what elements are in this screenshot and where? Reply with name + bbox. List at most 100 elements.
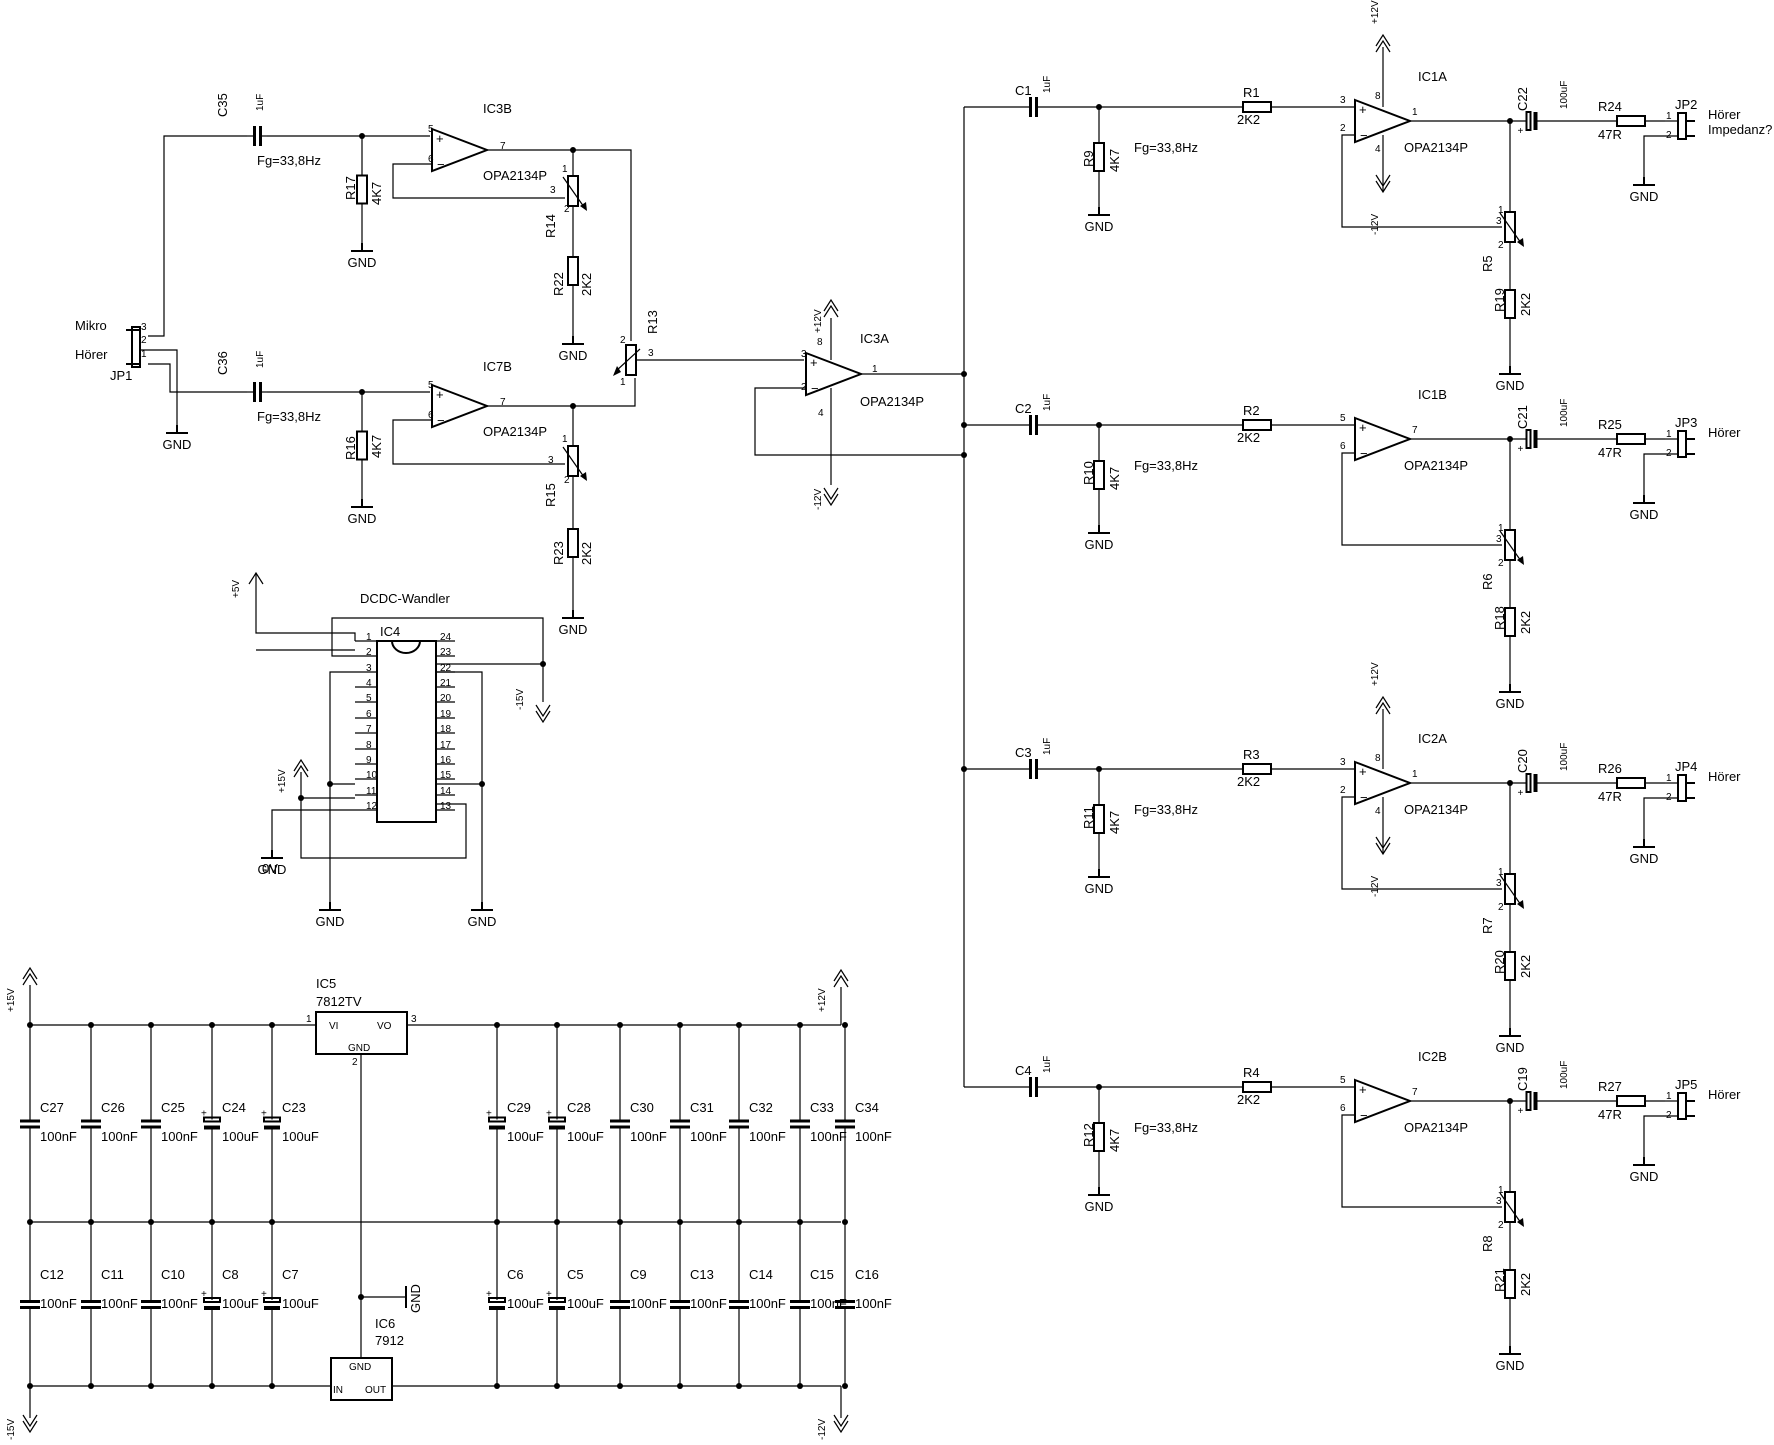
pin-number: 1 bbox=[366, 632, 372, 643]
wire-150 bbox=[140, 349, 178, 425]
resistor-body bbox=[1093, 804, 1105, 834]
label-names-IC3B: IC3B bbox=[483, 101, 512, 116]
plus-sign: + bbox=[261, 1289, 267, 1300]
pin-number: 2 bbox=[1666, 448, 1672, 459]
electrolytic-plate-neg bbox=[204, 1125, 220, 1130]
minus-input-sign: − bbox=[437, 413, 445, 428]
label-fg: Fg=33,8Hz bbox=[1134, 458, 1198, 473]
pin-number: 7 bbox=[500, 141, 506, 152]
pin-number: 2 bbox=[1340, 785, 1346, 796]
capacitor-plate bbox=[259, 382, 262, 402]
capacitor-plate bbox=[670, 1306, 690, 1309]
gnd-label: GND bbox=[348, 511, 377, 526]
pin-number: 1 bbox=[1666, 773, 1672, 784]
plus-sign: + bbox=[1518, 1106, 1524, 1117]
label-ohm_4k7: 4K7 bbox=[1107, 149, 1122, 172]
label-rail_p12: +12V bbox=[1370, 662, 1381, 686]
label-ohm_2k2: 2K2 bbox=[1237, 774, 1260, 789]
output-header-JP2 bbox=[1677, 112, 1687, 140]
pin-number: 3 bbox=[548, 455, 554, 466]
minus-input-sign: − bbox=[1360, 128, 1368, 143]
label-ohm_2k2: 2K2 bbox=[579, 273, 594, 296]
capacitor-plate bbox=[790, 1300, 810, 1303]
wire-19 bbox=[1643, 135, 1678, 177]
label-names-R24: R24 bbox=[1598, 99, 1622, 114]
capacitor-plate bbox=[610, 1300, 630, 1303]
pin-number: 1 bbox=[1666, 111, 1672, 122]
label-names-R22: R22 bbox=[551, 272, 566, 296]
minus-input-sign: − bbox=[1360, 446, 1368, 461]
label-ohm_2k2: 2K2 bbox=[1518, 955, 1533, 978]
label-ic5-gnd: GND bbox=[348, 1043, 370, 1054]
label-names-C36: C36 bbox=[215, 351, 230, 375]
pin-number: 1 bbox=[562, 434, 568, 445]
capacitor-plate bbox=[20, 1300, 40, 1303]
label-rail_m12: -12V bbox=[1370, 214, 1381, 235]
capacitor-plate bbox=[141, 1119, 161, 1123]
label-supply_caps_bottom-8-value: 100nF bbox=[690, 1296, 727, 1311]
label-rail_p15: +15V bbox=[6, 988, 17, 1012]
potentiometer-body bbox=[1504, 1191, 1516, 1223]
label-names-C3: C3 bbox=[1015, 745, 1032, 760]
arrow-head bbox=[613, 366, 621, 376]
label-supply_caps_bottom-3-value: 100uF bbox=[222, 1296, 259, 1311]
capacitor-plate bbox=[81, 1119, 101, 1123]
label-names-JP5: JP5 bbox=[1675, 1077, 1697, 1092]
label-names-IC2A: IC2A bbox=[1418, 731, 1447, 746]
label-ic6-part: 7912 bbox=[375, 1333, 404, 1348]
label-names-JP3: JP3 bbox=[1675, 415, 1697, 430]
capacitor-plate bbox=[20, 1306, 40, 1309]
pin-number: 14 bbox=[440, 786, 452, 797]
pin-number: 1 bbox=[620, 377, 626, 388]
plus-input-sign: + bbox=[1359, 420, 1367, 435]
capacitor-plate bbox=[610, 1125, 630, 1129]
label-supply_caps_top-3-name: C24 bbox=[222, 1100, 246, 1115]
resistor-body bbox=[1616, 433, 1646, 445]
supply-arrow-up bbox=[293, 758, 309, 772]
label-names-IC1B: IC1B bbox=[1418, 387, 1447, 402]
label-jp1-name: JP1 bbox=[110, 368, 132, 383]
gnd-label: GND bbox=[1085, 537, 1114, 552]
pin-number: 2 bbox=[366, 647, 372, 658]
label-fg: Fg=33,8Hz bbox=[1134, 140, 1198, 155]
plus-sign: + bbox=[546, 1289, 552, 1300]
minus-input-sign: − bbox=[437, 157, 445, 172]
gnd-label: GND bbox=[348, 255, 377, 270]
supply-arrow-up bbox=[823, 304, 839, 318]
electrolytic-plate-pos bbox=[548, 1116, 566, 1123]
plus-sign: + bbox=[1518, 444, 1524, 455]
wire-186 bbox=[436, 671, 483, 902]
pin-number: 12 bbox=[366, 801, 378, 812]
electrolytic-plate-neg bbox=[204, 1306, 220, 1310]
label-supply_caps_top-10-name: C33 bbox=[810, 1100, 834, 1115]
label-ic6-gnd: GND bbox=[349, 1362, 371, 1373]
potentiometer-body bbox=[567, 175, 579, 207]
label-cap_1uf: 1uF bbox=[1042, 394, 1053, 411]
label-names-R11: R11 bbox=[1081, 806, 1096, 829]
label-ic5-part: 7812TV bbox=[316, 994, 362, 1009]
output-header-JP4 bbox=[1677, 774, 1687, 802]
label-supply_caps_bottom-11-name: C16 bbox=[855, 1267, 879, 1282]
label-supply_caps_bottom-4-value: 100uF bbox=[282, 1296, 319, 1311]
pin-number: 2 bbox=[352, 1057, 358, 1068]
wire-77 bbox=[1643, 797, 1678, 839]
label-names-R15: R15 bbox=[543, 483, 558, 507]
gnd-label: GND bbox=[1630, 1169, 1659, 1184]
potentiometer-body bbox=[1504, 529, 1516, 561]
label-cap_100uf: 100uF bbox=[1559, 81, 1570, 109]
gnd-label: GND bbox=[316, 914, 345, 929]
label-names-C4: C4 bbox=[1015, 1063, 1032, 1078]
supply-arrow-up bbox=[1375, 701, 1391, 715]
label-names-R16: R16 bbox=[343, 436, 358, 460]
wire-140 bbox=[487, 378, 636, 407]
gnd-label: GND bbox=[1085, 219, 1114, 234]
pin-number: 20 bbox=[440, 693, 452, 704]
output-header-JP5 bbox=[1677, 1092, 1687, 1120]
label-supply_caps_bottom-1-name: C11 bbox=[101, 1267, 124, 1282]
potentiometer-body bbox=[625, 344, 637, 376]
gnd-label: GND bbox=[258, 862, 287, 877]
pin-number: 4 bbox=[366, 678, 372, 689]
supply-arrow-down bbox=[833, 1420, 849, 1434]
gnd-label: GND bbox=[163, 437, 192, 452]
gnd-label: GND bbox=[1630, 507, 1659, 522]
